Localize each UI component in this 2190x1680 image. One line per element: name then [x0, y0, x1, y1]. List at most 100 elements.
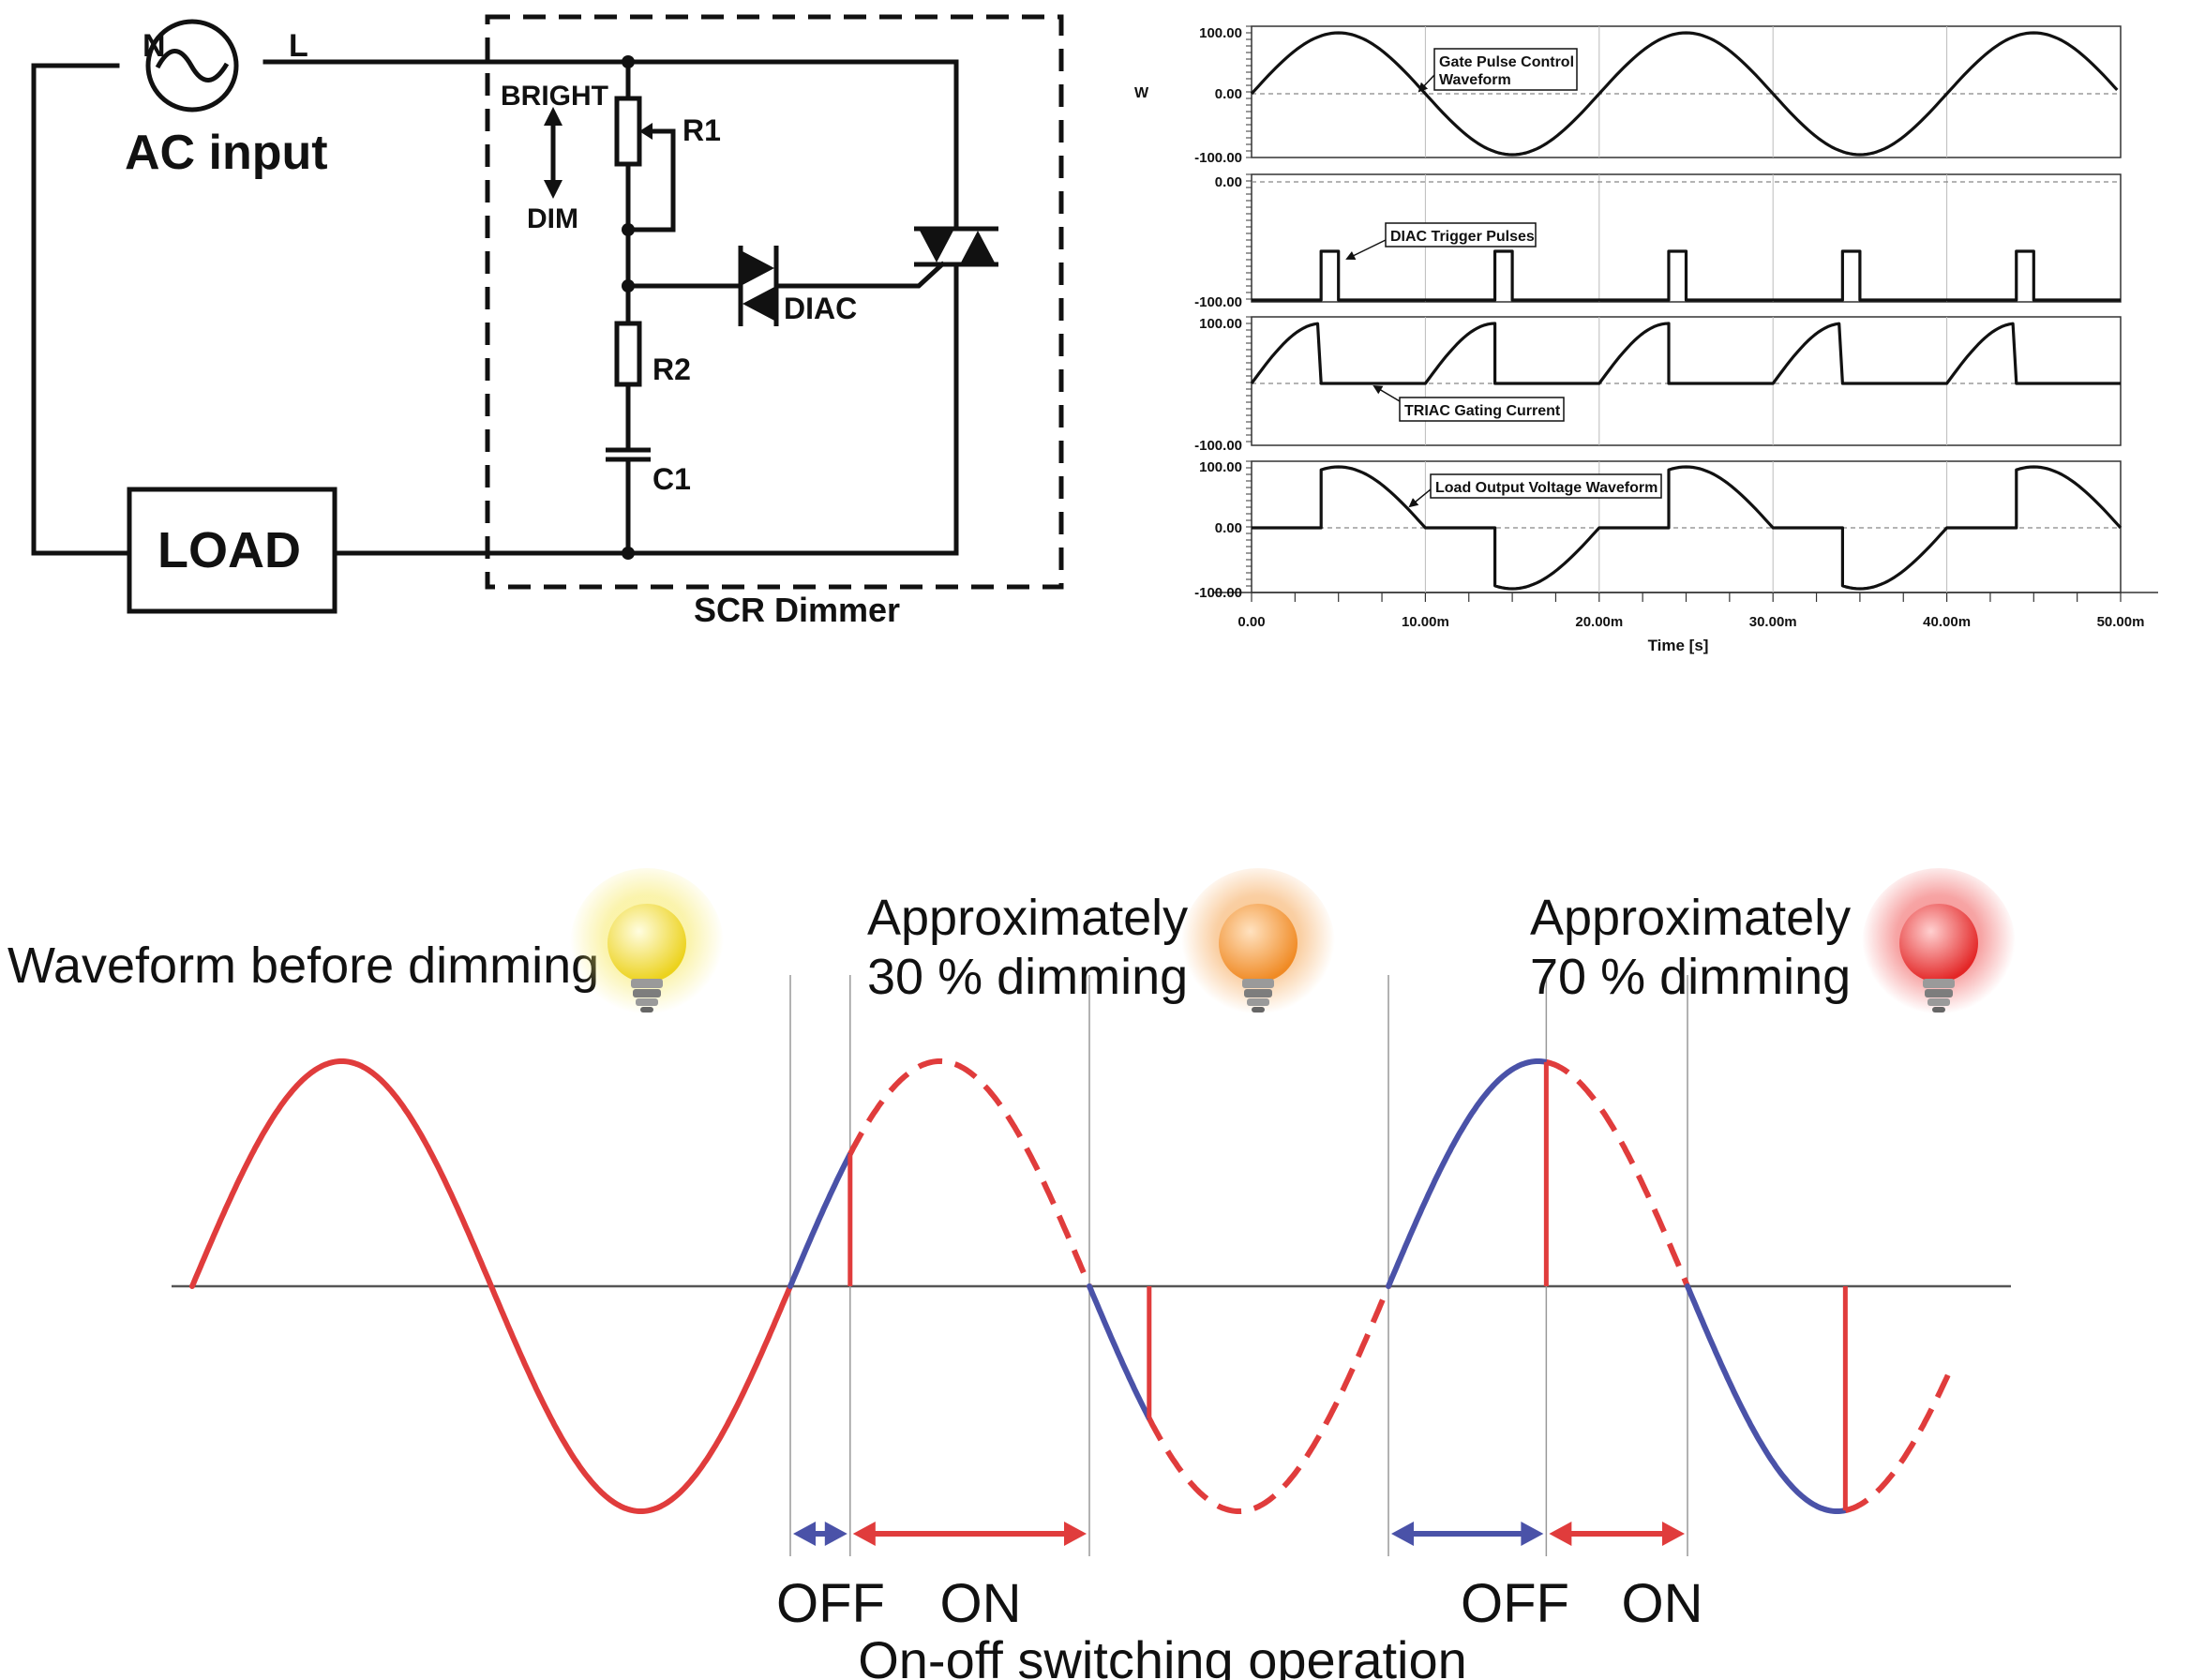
diac-annotation-text: DIAC Trigger Pulses — [1390, 229, 1535, 245]
y-tick-label: 100.00 — [1199, 25, 1242, 41]
load-label: LOAD — [158, 522, 301, 578]
off-segment — [1685, 1283, 1849, 1514]
diac-pulse-trace — [1252, 249, 2121, 302]
on-segment-dashed — [1147, 1284, 1391, 1514]
triac-annotation-arrow — [1372, 384, 1401, 402]
r2-label: R2 — [652, 352, 691, 386]
lightbulb-yellow-icon — [570, 868, 724, 1022]
y-tick-label: 100.00 — [1199, 316, 1242, 332]
off-segment — [788, 1150, 853, 1289]
gate-pulse-trace — [1250, 31, 2119, 157]
dimming-30-line1: Approximately — [867, 890, 1188, 946]
switching-caption: On-off switching operation — [858, 1630, 1467, 1680]
ac-input-label: AC input — [125, 126, 328, 180]
junction-dot — [622, 547, 635, 560]
scr-dimmer-circuit — [31, 59, 959, 556]
triac-annotation-text: TRIAC Gating Current — [1404, 403, 1561, 419]
off-arrow-second-head-right — [1521, 1522, 1544, 1546]
bright-label: BRIGHT — [501, 81, 608, 112]
off-arrow-first-head-right — [824, 1522, 848, 1546]
r1-resistor — [614, 96, 642, 167]
diac-annotation-box — [1385, 222, 1537, 248]
y-tick-label: -100.00 — [1194, 585, 1242, 601]
dimming-70-line2: 70 % dimming — [1530, 949, 1851, 1005]
x-tick-label: 40.00m — [1923, 614, 1971, 630]
gate-annotation-text: Waveform — [1439, 72, 1511, 88]
off-label-first: OFF — [776, 1573, 885, 1634]
gate-annotation-arrow — [1418, 74, 1435, 93]
dim-label: DIM — [527, 203, 578, 234]
wire-bottom — [332, 264, 959, 556]
y-tick-label: 100.00 — [1199, 459, 1242, 475]
ac-source-icon — [145, 19, 239, 112]
off-segment — [1386, 1058, 1550, 1289]
scope-tick-labels: 100.00 0.00 -100.00 0.00 -100.00 100.00 -100.0… — [1194, 25, 2144, 630]
wire-top — [262, 59, 959, 228]
r1-label: R1 — [682, 113, 721, 147]
triac-triangle-down — [919, 229, 954, 262]
y-tick-label: 0.00 — [1215, 86, 1242, 102]
diac-label: DIAC — [784, 292, 857, 325]
y-tick-label: 0.00 — [1215, 174, 1242, 190]
r1-wiper-arrow-icon — [639, 123, 652, 140]
diac-annotation-arrow — [1345, 239, 1387, 260]
on-arrow-second-head-right — [1662, 1522, 1685, 1546]
gate-annotation-text: Gate Pulse Control — [1439, 54, 1574, 70]
dimming-waveform — [189, 1058, 1953, 1514]
dimmer-caption: SCR Dimmer — [694, 591, 900, 629]
dimmer-boundary — [485, 14, 1064, 590]
dimming-diagram: Waveform before dimming Approximately 30… — [8, 868, 2016, 1680]
on-segment-dashed — [1844, 1369, 1953, 1514]
on-off-arrows — [793, 1522, 1685, 1546]
triac-current-trace — [1250, 322, 2121, 385]
x-tick-label: 0.00 — [1238, 614, 1265, 630]
lightbulb-red-icon — [1862, 868, 2016, 1022]
scope-panel-frame — [1251, 316, 2122, 446]
junction-dot — [622, 55, 635, 68]
triac-triangle-up — [960, 231, 996, 264]
diac-triangle-right — [741, 250, 774, 286]
on-label-second: ON — [1622, 1573, 1703, 1634]
on-arrow-first-head-right — [1064, 1522, 1087, 1546]
scope-panel-frame — [1251, 25, 2122, 158]
off-arrow-first-head-left — [793, 1522, 816, 1546]
scope-panel-frame — [1251, 173, 2122, 303]
c1-label: C1 — [652, 462, 691, 496]
junction-dot — [622, 223, 635, 236]
l-terminal-label: L — [289, 28, 308, 64]
n-terminal-label: N — [142, 28, 166, 64]
dimming-70-line1: Approximately — [1530, 890, 1851, 946]
lightbulb-orange-icon — [1181, 868, 1335, 1022]
dimming-30-line2: 30 % dimming — [867, 949, 1188, 1005]
off-label-second: OFF — [1461, 1573, 1569, 1634]
y-tick-label: -100.00 — [1194, 294, 1242, 310]
x-tick-label: 50.00m — [2097, 614, 2145, 630]
scope-traces — [1250, 31, 2122, 591]
load-voltage-trace — [1252, 465, 2122, 591]
before-dimming-label: Waveform before dimming — [8, 938, 599, 994]
x-tick-label: 20.00m — [1575, 614, 1623, 630]
y-tick-label: -100.00 — [1194, 438, 1242, 454]
load-annotation-box — [1430, 473, 1662, 499]
load-box — [127, 487, 338, 614]
diac-triangle-left — [742, 286, 776, 322]
y-unit-label: W — [1134, 85, 1149, 101]
x-tick-label: 10.00m — [1402, 614, 1449, 630]
load-annotation-text: Load Output Voltage Waveform — [1435, 480, 1658, 496]
sine-before-dimming — [189, 1058, 793, 1514]
wire-diac-to-triac — [773, 261, 946, 289]
on-arrow-first-head-left — [852, 1522, 876, 1546]
wire-r1-wiper — [625, 128, 676, 232]
on-label-first: ON — [940, 1573, 1022, 1634]
on-segment-dashed — [1545, 1058, 1690, 1288]
load-annotation-arrow — [1408, 488, 1432, 508]
y-tick-label: -100.00 — [1194, 150, 1242, 166]
wire-left-loop — [31, 63, 132, 556]
oscilloscope-plot: 100.00 0.00 -100.00 0.00 -100.00 100.00 -100.0… — [1134, 25, 2158, 654]
off-arrow-second-head-left — [1391, 1522, 1414, 1546]
arrow-up-icon — [544, 107, 562, 126]
x-tick-label: 30.00m — [1749, 614, 1797, 630]
junction-dot — [622, 279, 635, 292]
